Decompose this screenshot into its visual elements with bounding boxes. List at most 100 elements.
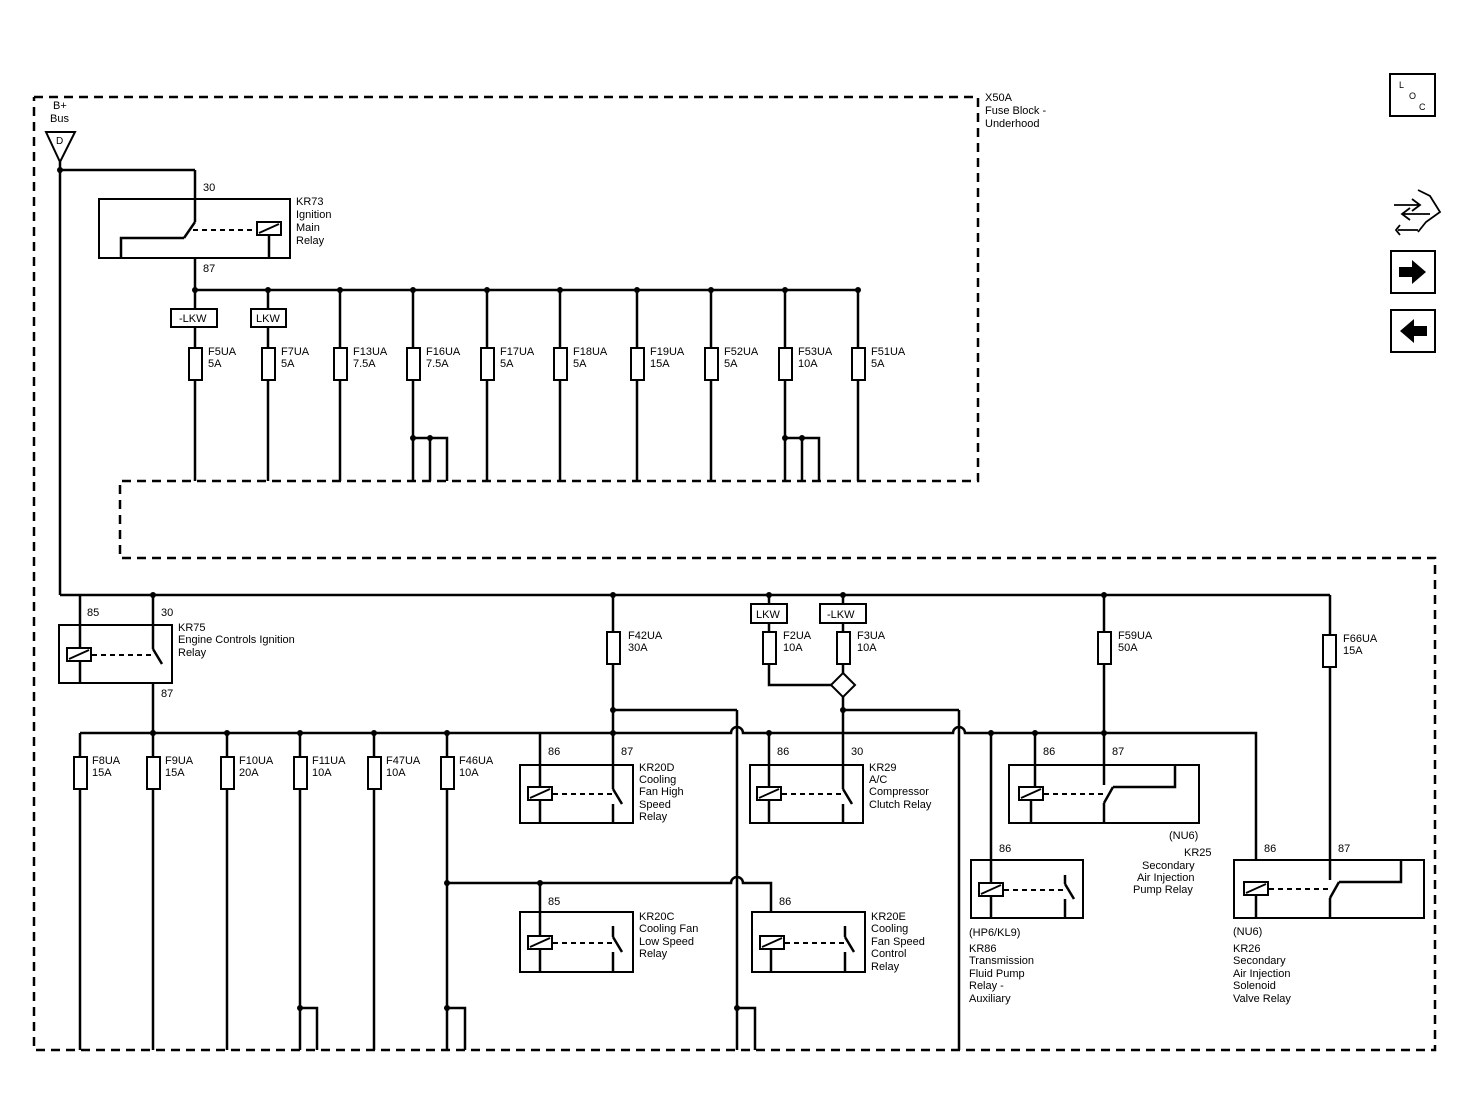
fuse-id: F13UA xyxy=(353,346,388,358)
svg-text:Compressor: Compressor xyxy=(869,786,929,798)
svg-text:Fan Speed: Fan Speed xyxy=(871,936,925,948)
kr26-label: (NU6) KR26 Secondary Air Injection Solen… xyxy=(1233,926,1291,1005)
svg-text:Valve Relay: Valve Relay xyxy=(1233,993,1291,1005)
bplus-bus-label: Bus xyxy=(50,113,69,125)
fuse-id: F19UA xyxy=(650,346,685,358)
kr20e-pin-86: 86 xyxy=(779,896,791,908)
fuse-id: F46UA xyxy=(459,755,494,767)
fuse-f66ua-amp: 15A xyxy=(1343,645,1363,657)
svg-text:(NU6): (NU6) xyxy=(1169,830,1198,842)
lkw-neg-tag-top-label: -LKW xyxy=(179,313,207,325)
fuse-id: F47UA xyxy=(386,755,421,767)
fuse-id: F8UA xyxy=(92,755,121,767)
svg-text:Low Speed: Low Speed xyxy=(639,936,694,948)
svg-text:Cooling: Cooling xyxy=(871,923,908,935)
ignition-bus-lower xyxy=(80,725,1258,860)
bottom-fuse-row: F8UA15AF9UA15AF10UA20AF11UA10AF47UA10AF4… xyxy=(73,730,494,1050)
next-arrow-icon[interactable] xyxy=(1390,250,1436,294)
fuse-id: F10UA xyxy=(239,755,274,767)
fuse-amp: 10A xyxy=(798,358,818,370)
svg-text:Relay -: Relay - xyxy=(969,980,1004,992)
fuse-id: F7UA xyxy=(281,346,310,358)
fuse-id: F53UA xyxy=(798,346,833,358)
lkw-tag-top-label: LKW xyxy=(256,313,280,325)
svg-text:Pump Relay: Pump Relay xyxy=(1133,884,1193,896)
kr20c-pin-85: 85 xyxy=(548,896,560,908)
kr73-pin-87: 87 xyxy=(203,263,215,275)
fuse-f59ua-id: F59UA xyxy=(1118,630,1153,642)
fuse-amp: 20A xyxy=(239,767,259,779)
svg-text:Fan High: Fan High xyxy=(639,786,684,798)
svg-text:L: L xyxy=(1399,80,1404,90)
svg-text:KR20C: KR20C xyxy=(639,911,675,923)
kr20d-label: KR20D Cooling Fan High Speed Relay xyxy=(639,762,684,823)
prev-arrow-icon[interactable] xyxy=(1390,309,1436,353)
fuse-f2ua-id: F2UA xyxy=(783,630,812,642)
svg-text:A/C: A/C xyxy=(869,774,887,786)
kr73-desc: Ignition xyxy=(296,209,331,221)
fuse-f3ua-id: F3UA xyxy=(857,630,886,642)
kr25-label: (NU6) KR25 Secondary Air Injection Pump … xyxy=(1133,830,1212,896)
fuse-f2ua-amp: 10A xyxy=(783,642,803,654)
kr75-pin-30: 30 xyxy=(161,607,173,619)
fuse-id: F17UA xyxy=(500,346,535,358)
svg-text:KR29: KR29 xyxy=(869,762,897,774)
harness-icon[interactable] xyxy=(1394,189,1442,236)
fuse-id: F52UA xyxy=(724,346,759,358)
svg-text:Relay: Relay xyxy=(639,948,668,960)
fuse-block-id: X50A xyxy=(985,92,1013,104)
fuse-id: F51UA xyxy=(871,346,906,358)
kr73-id: KR73 xyxy=(296,196,324,208)
svg-text:Fluid Pump: Fluid Pump xyxy=(969,968,1025,980)
svg-text:KR20E: KR20E xyxy=(871,911,906,923)
fuse-f42ua-id: F42UA xyxy=(628,630,663,642)
svg-text:Control: Control xyxy=(871,948,906,960)
kr20c-label: KR20C Cooling Fan Low Speed Relay xyxy=(639,911,698,960)
bplus-label: B+ xyxy=(53,100,67,112)
fuse-amp: 10A xyxy=(386,767,406,779)
svg-text:Cooling Fan: Cooling Fan xyxy=(639,923,698,935)
svg-text:Air Injection: Air Injection xyxy=(1233,968,1290,980)
svg-text:Clutch Relay: Clutch Relay xyxy=(869,799,932,811)
svg-text:C: C xyxy=(1419,102,1426,112)
svg-text:Auxiliary: Auxiliary xyxy=(969,993,1011,1005)
svg-text:O: O xyxy=(1409,91,1416,101)
svg-text:Speed: Speed xyxy=(639,799,671,811)
svg-text:KR86: KR86 xyxy=(969,943,997,955)
svg-text:Secondary: Secondary xyxy=(1142,860,1195,872)
fuse-block-outline xyxy=(32,95,1437,1052)
fuse-block-name-2: Underhood xyxy=(985,118,1039,130)
fuse-f42ua-amp: 30A xyxy=(628,642,648,654)
splice-diamond xyxy=(829,671,857,699)
svg-text:Relay: Relay xyxy=(871,961,900,973)
loc-icon[interactable]: L O C xyxy=(1389,73,1436,117)
kr29-label: KR29 A/C Compressor Clutch Relay xyxy=(869,762,932,811)
fuse-id: F5UA xyxy=(208,346,237,358)
kr75-desc: Engine Controls Ignition xyxy=(178,634,295,646)
svg-text:(NU6): (NU6) xyxy=(1233,926,1262,938)
kr20d-pin-86: 86 xyxy=(548,746,560,758)
fuse-block-name: Fuse Block - xyxy=(985,105,1046,117)
fuse-amp: 7.5A xyxy=(353,358,376,370)
lkw-neg-tag-mid-label: -LKW xyxy=(827,609,855,621)
fuse-amp: 5A xyxy=(871,358,885,370)
kr86-label: (HP6/KL9) KR86 Transmission Fluid Pump R… xyxy=(969,927,1034,1005)
kr75-id: KR75 xyxy=(178,622,206,634)
kr25-pin-86: 86 xyxy=(1043,746,1055,758)
kr26-pin-86: 86 xyxy=(1264,843,1276,855)
top-fuse-row: F5UA5AF7UA5AF13UA7.5AF16UA7.5AF17UA5AF18… xyxy=(188,287,906,481)
kr29-pin-30: 30 xyxy=(851,746,863,758)
fuse-f3ua-amp: 10A xyxy=(857,642,877,654)
fuse-id: F11UA xyxy=(312,755,346,767)
fuse-amp: 5A xyxy=(500,358,514,370)
